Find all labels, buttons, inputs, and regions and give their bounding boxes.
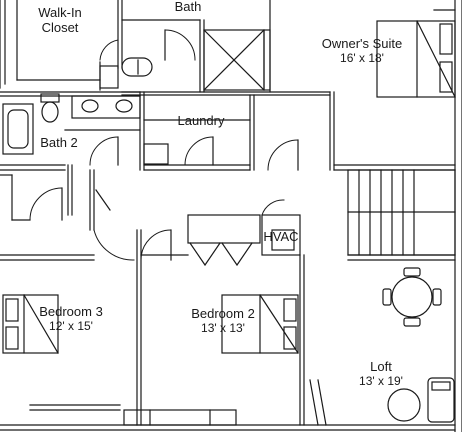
table-icon bbox=[382, 267, 442, 327]
owners-suite-size: 16' x 18' bbox=[340, 50, 384, 65]
chair-icon bbox=[427, 377, 455, 423]
bath-2-label: Bath 2 bbox=[32, 135, 86, 151]
bath-2-name: Bath 2 bbox=[40, 135, 78, 150]
stairs-icon bbox=[347, 169, 456, 261]
toilet-icon bbox=[99, 57, 153, 89]
hallway-walls bbox=[0, 164, 135, 261]
laundry-label: Laundry bbox=[168, 113, 234, 129]
walk-in-closet-name-line2: Closet bbox=[41, 19, 79, 35]
loft-size: 13' x 19' bbox=[359, 373, 403, 388]
bedroom-walls bbox=[136, 229, 189, 426]
bed-icon bbox=[221, 294, 299, 354]
bedroom-3-name: Bedroom 3 bbox=[39, 304, 103, 319]
owners-suite-label: Owner's Suite 16' x 18' bbox=[304, 36, 420, 66]
hvac-name: HVAC bbox=[263, 229, 299, 244]
laundry-walls bbox=[143, 94, 255, 171]
bed-icon bbox=[376, 20, 456, 98]
hvac-walls bbox=[261, 199, 301, 256]
table-icon bbox=[387, 388, 421, 422]
hvac-label: HVAC bbox=[258, 229, 304, 245]
closet-walls bbox=[187, 214, 261, 267]
bedroom-2-name: Bedroom 2 bbox=[191, 306, 255, 321]
washer-icon bbox=[143, 143, 169, 165]
owners-suite-name: Owner's Suite bbox=[321, 36, 403, 51]
shower-icon bbox=[203, 29, 271, 91]
loft-walls bbox=[299, 254, 327, 426]
bed-icon bbox=[2, 294, 59, 354]
bedroom-3-size: 12' x 15' bbox=[49, 318, 93, 333]
walk-in-closet-label: Walk-In Closet bbox=[28, 5, 92, 36]
sink-icon bbox=[71, 95, 141, 119]
door-icon bbox=[267, 139, 299, 171]
owner-bath-walls bbox=[121, 19, 331, 96]
bathtub-icon bbox=[2, 103, 34, 155]
bedroom-3-label: Bedroom 3 12' x 15' bbox=[28, 304, 114, 334]
laundry-name: Laundry bbox=[177, 113, 225, 128]
bedroom-2-size: 13' x 13' bbox=[201, 320, 245, 335]
bath-name: Bath bbox=[174, 0, 202, 14]
bedroom-2-label: Bedroom 2 13' x 13' bbox=[180, 306, 266, 336]
toilet-icon bbox=[40, 93, 60, 123]
window-icon bbox=[29, 404, 237, 426]
loft-label: Loft 13' x 19' bbox=[346, 359, 416, 389]
loft-name: Loft bbox=[370, 359, 392, 374]
walk-in-closet-name-line1: Walk-In bbox=[38, 5, 82, 20]
bath-label: Bath bbox=[164, 0, 212, 15]
